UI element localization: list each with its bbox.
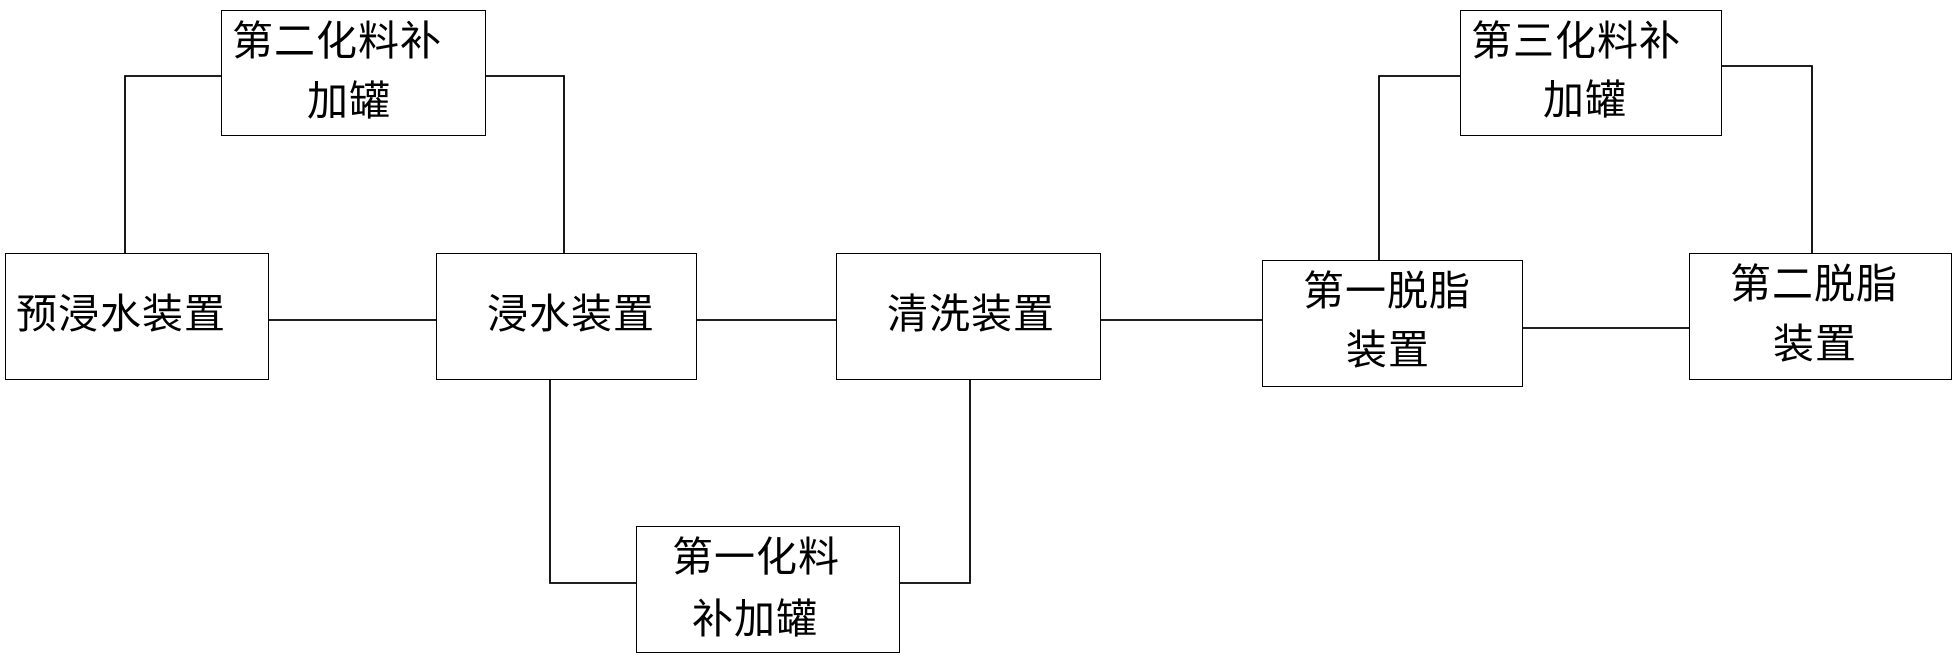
third-chemical-replenish-tank-label-line1: 第三化料补: [1471, 17, 1681, 65]
cleaning-device-label: 清洗装置: [887, 290, 1055, 338]
first-degreasing-device-label-line2: 装置: [1346, 326, 1430, 374]
second-degreasing-device-label-line2: 装置: [1773, 320, 1857, 368]
cleaning-device-box: 清洗装置: [836, 253, 1101, 380]
second-degreasing-device-box: 第二脱脂 装置: [1689, 253, 1952, 380]
connector-tank2-to-soak: [486, 75, 565, 253]
connector-tank3-to-degrease2: [1722, 65, 1813, 253]
first-degreasing-device-label-line1: 第一脱脂: [1303, 267, 1471, 315]
second-chemical-replenish-tank-label-line1: 第二化料补: [232, 17, 442, 65]
second-chemical-replenish-tank-label-line2: 加罐: [307, 77, 391, 125]
connector-tank1-to-cleaning: [900, 380, 971, 584]
second-degreasing-device-label-line1: 第二脱脂: [1730, 260, 1898, 308]
pre-soak-device-box: 预浸水装置: [5, 253, 269, 380]
soak-device-box: 浸水装置: [436, 253, 697, 380]
pre-soak-device-label: 预浸水装置: [16, 290, 226, 338]
first-chemical-replenish-tank-box: 第一化料 补加罐: [636, 526, 900, 653]
soak-device-label: 浸水装置: [487, 290, 655, 338]
first-degreasing-device-box: 第一脱脂 装置: [1262, 260, 1523, 387]
first-chemical-replenish-tank-label-line1: 第一化料: [672, 533, 840, 581]
third-chemical-replenish-tank-label-line2: 加罐: [1543, 76, 1627, 124]
third-chemical-replenish-tank-box: 第三化料补 加罐: [1460, 10, 1722, 136]
connector-presoak-to-tank2: [124, 75, 221, 253]
first-chemical-replenish-tank-label-line2: 补加罐: [692, 595, 818, 643]
connector-degrease1-to-tank3: [1378, 75, 1460, 260]
connector-soak-to-tank1: [549, 380, 636, 584]
second-chemical-replenish-tank-box: 第二化料补 加罐: [221, 10, 486, 136]
